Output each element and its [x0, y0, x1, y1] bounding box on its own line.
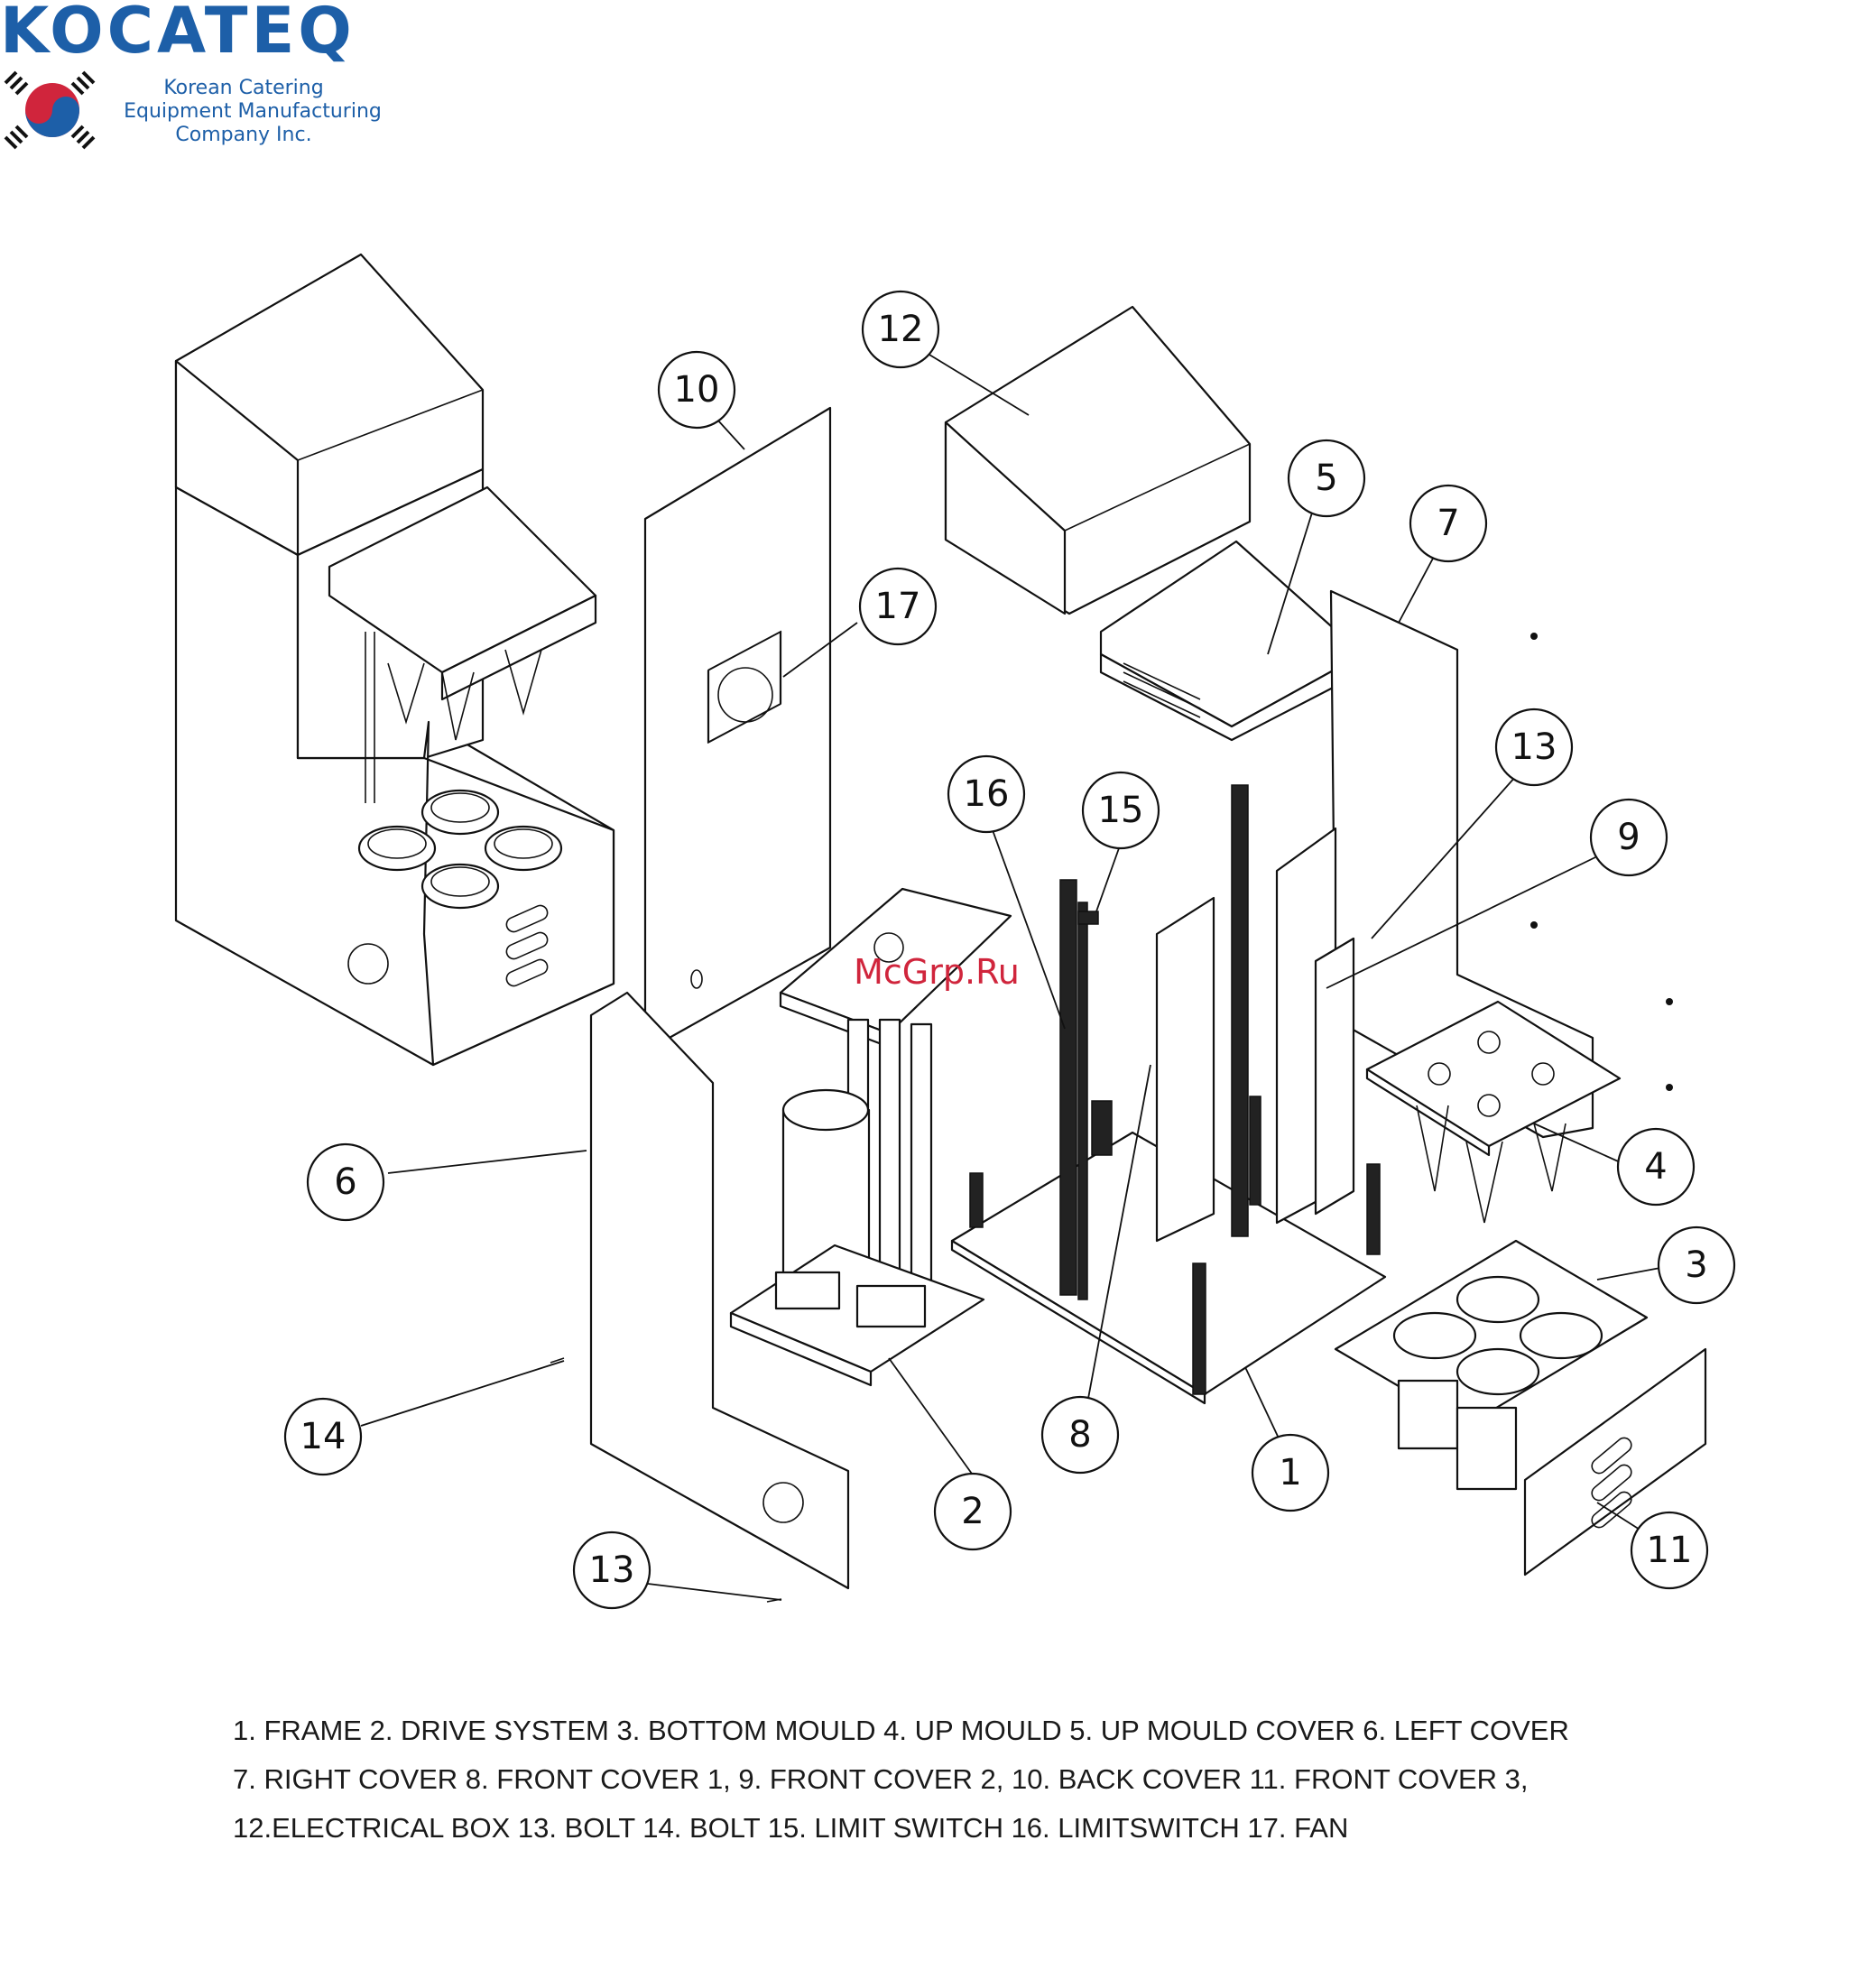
back-cover-panel	[643, 406, 832, 1053]
left-cover-fan-vent	[762, 1482, 804, 1523]
callout-label: 15	[1098, 790, 1144, 831]
side-fan-vent	[347, 943, 389, 985]
callout-label: 10	[674, 369, 720, 411]
callout-c11: 11	[1630, 1511, 1709, 1590]
callout-c12: 12	[861, 290, 940, 369]
limit-switch-rails	[1059, 879, 1113, 1300]
callout-c3: 3	[1657, 1225, 1736, 1305]
callout-c13a: 13	[1494, 707, 1574, 787]
callout-circle	[1409, 484, 1488, 563]
callout-label: 11	[1647, 1530, 1693, 1571]
callout-label: 2	[961, 1491, 984, 1532]
callout-label: 14	[300, 1416, 347, 1457]
kocateq-logo: KOCATEQ Korean Catering Equipment Manufa…	[0, 0, 382, 150]
callout-label: 6	[334, 1161, 356, 1203]
callout-circle	[657, 350, 736, 430]
logo-wordmark: KOCATEQ	[0, 0, 356, 68]
logo-tagline-1: Korean Catering	[163, 77, 323, 99]
up-mould	[1365, 1000, 1622, 1224]
callout-circle	[572, 1530, 652, 1610]
callout-circle	[1494, 707, 1574, 787]
callout-label: 12	[878, 309, 924, 350]
callout-c5: 5	[1287, 439, 1366, 518]
callout-label: 3	[1685, 1244, 1707, 1286]
callout-label: 1	[1279, 1452, 1301, 1493]
callout-label: 17	[875, 586, 921, 627]
fan-icon	[717, 667, 773, 723]
callout-label: 7	[1437, 503, 1459, 544]
callout-label: 5	[1315, 458, 1337, 499]
left-cover-panel	[589, 991, 850, 1590]
taegeuk-emblem-icon	[4, 70, 96, 150]
callout-c14: 14	[283, 1397, 363, 1476]
callout-circle	[1616, 1127, 1696, 1207]
callout-c6: 6	[306, 1142, 385, 1222]
legend-line-2: 7. RIGHT COVER 8. FRONT COVER 1, 9. FRON…	[233, 1763, 1529, 1795]
callout-c15: 15	[1081, 771, 1160, 850]
callout-label: 9	[1617, 817, 1640, 858]
logo-tagline-3: Company Inc.	[175, 124, 311, 146]
bolts	[550, 633, 1673, 1603]
legend-line-3: 12.ELECTRICAL BOX 13. BOLT 14. BOLT 15. …	[233, 1812, 1348, 1844]
limit-switch	[1077, 911, 1099, 925]
front-cover-2b-panel	[1314, 937, 1355, 1216]
watermark: McGrp.Ru	[854, 952, 1020, 992]
bottom-mould-cups	[357, 789, 563, 910]
parts-legend: 1. FRAME 2. DRIVE SYSTEM 3. BOTTOM MOULD…	[233, 1715, 1569, 1844]
logo-tagline-2: Equipment Manufacturing	[124, 100, 382, 123]
callout-c4: 4	[1616, 1127, 1696, 1207]
callout-circle	[1251, 1433, 1330, 1512]
callout-circle	[1630, 1511, 1709, 1590]
electrical-box	[944, 305, 1252, 615]
callout-c1: 1	[1251, 1433, 1330, 1512]
callout-c7: 7	[1409, 484, 1488, 563]
bottom-mould	[1334, 1239, 1649, 1491]
callout-circle	[1657, 1225, 1736, 1305]
callout-circle	[306, 1142, 385, 1222]
callout-circle	[1287, 439, 1366, 518]
callout-circle	[933, 1472, 1012, 1551]
callout-c2: 2	[933, 1472, 1012, 1551]
legend-line-1: 1. FRAME 2. DRIVE SYSTEM 3. BOTTOM MOULD…	[233, 1715, 1569, 1746]
callout-circle	[858, 567, 938, 646]
callout-label: 16	[964, 773, 1010, 815]
assembled-machine	[174, 253, 615, 1067]
callout-circle	[861, 290, 940, 369]
callout-c13b: 13	[572, 1530, 652, 1610]
callout-label: 13	[589, 1549, 635, 1591]
callout-circle	[1081, 771, 1160, 850]
callout-label: 13	[1511, 726, 1557, 768]
callout-c8: 8	[1040, 1395, 1120, 1475]
front-cover-3-panel	[1523, 1347, 1707, 1577]
callout-c10: 10	[657, 350, 736, 430]
front-cover-1-panel	[1155, 896, 1215, 1243]
callout-c16: 16	[947, 754, 1026, 834]
callout-c9: 9	[1589, 798, 1668, 877]
callout-label: 8	[1068, 1414, 1091, 1456]
callout-label: 4	[1644, 1146, 1667, 1188]
callout-circle	[947, 754, 1026, 834]
callout-circle	[1589, 798, 1668, 877]
drive-system	[729, 887, 1012, 1387]
callout-c17: 17	[858, 567, 938, 646]
callout-circle	[1040, 1395, 1120, 1475]
callout-circle	[283, 1397, 363, 1476]
